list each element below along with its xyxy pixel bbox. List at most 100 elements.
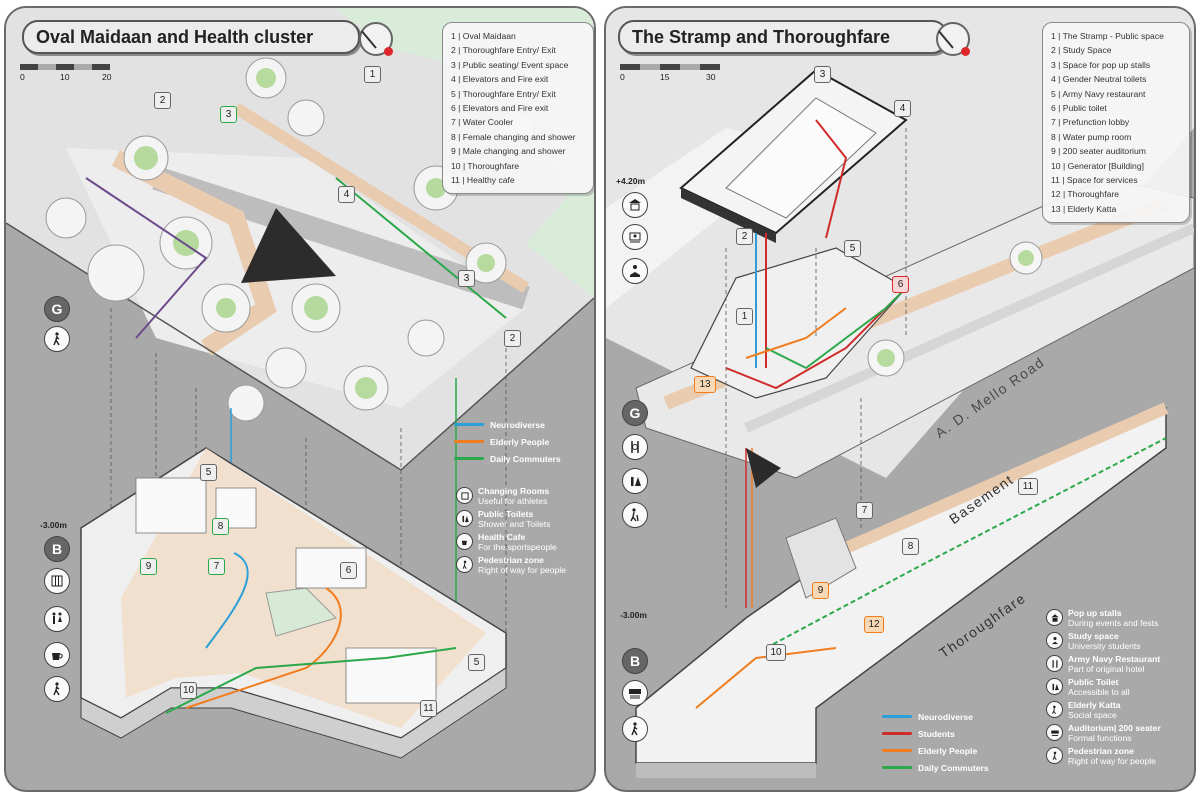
map-tag: 2 [504,330,521,347]
auditorium-icon [1046,724,1063,741]
legend-item: 8 | Water pump room [1051,131,1132,142]
map-tag: 12 [864,616,884,633]
toilet-icon [456,510,473,527]
legend-item: 13 | Elderly Katta [1051,203,1117,214]
legend-item: 2 | Thoroughfare Entry/ Exit [451,45,556,56]
study-icon [1046,632,1063,649]
map-tag: 3 [814,66,831,83]
pedestrian-icon [456,556,473,573]
legend-item: 3 | Space for pop up stalls [1051,59,1151,70]
legend-item: 9 | 200 seater auditorium [1051,146,1146,157]
pedestrian-icon [1046,747,1063,764]
legend-item: 5 | Thoroughfare Entry/ Exit [451,88,556,99]
map-tag: 5 [844,240,861,257]
map-tag: 3 [220,106,237,123]
legend-item: 11 | Space for services [1051,175,1138,186]
map-tag: 10 [180,682,197,699]
legend-box-right: 1 | The Stramp - Public space 2 | Study … [1042,22,1190,224]
scale-tick: 10 [60,72,70,82]
map-tag: 6 [892,276,909,293]
legend-item: 10 | Generator [Building] [1051,160,1144,171]
changing-room-icon [44,568,70,594]
legend-item: 10 | Thoroughfare [451,160,520,171]
map-tag: 4 [338,186,355,203]
auditorium-icon [622,680,648,706]
ground-level-icon: G [622,400,648,426]
coffee-icon [456,533,473,550]
map-tag: 11 [1018,478,1038,495]
map-tag: 3 [458,270,475,287]
legend-item: 6 | Elevators and Fire exit [451,103,549,114]
map-tag: 8 [212,518,229,535]
map-tag: 9 [812,582,829,599]
map-tag: 4 [894,100,911,117]
toilet-icon [44,606,70,632]
stall-icon [1046,609,1063,626]
route-legend-item: Students [882,725,989,742]
scale-bar: 0 10 20 [20,64,112,82]
elderly-icon [622,502,648,528]
legend-item: 5 | Army Navy restaurant [1051,88,1146,99]
map-tag: 1 [736,308,753,325]
route-legend-item: Elderly People [882,742,989,759]
route-legend-item: Daily Commuters [454,450,561,467]
left-panel: Oval Maidaan and Health cluster 0 10 20 … [4,6,596,792]
map-tag: 6 [340,562,357,579]
study-icon [622,224,648,250]
map-tag: 13 [694,376,716,393]
toilet-icon [1046,678,1063,695]
stramp-thoroughfare-drawing [606,8,1194,778]
toilet-icon [622,468,648,494]
legend-item: 9 | Male changing and shower [451,146,566,157]
legend-item: 1 | Oval Maidaan [451,31,516,41]
route-legend-left: Neurodiverse Elderly People Daily Commut… [454,416,561,467]
route-legend-item: Elderly People [454,433,561,450]
north-compass-icon [936,22,970,56]
scale-tick: 30 [706,72,716,82]
legend-item: 2 | Study Space [1051,45,1112,56]
legend-item: 7 | Water Cooler [451,117,514,128]
north-compass-icon [359,22,393,56]
right-panel: The Stramp and Thoroughfare 0 15 30 1 | … [604,6,1196,792]
scale-tick: 20 [102,72,112,82]
scale-tick: 0 [620,72,625,82]
level-label: +4.20m [616,176,646,186]
legend-item: 11 | Healthy cafe [451,175,515,186]
coffee-icon [44,642,70,668]
pedestrian-icon [44,326,70,352]
stall-icon [622,192,648,218]
pedestrian-icon [44,676,70,702]
scale-bar: 0 15 30 [620,64,720,82]
legend-box-left: 1 | Oval Maidaan 2 | Thoroughfare Entry/… [442,22,594,195]
changing-room-icon [456,487,473,504]
basement-level-icon: B [44,536,70,562]
route-legend-item: Neurodiverse [454,416,561,433]
map-tag: 9 [140,558,157,575]
legend-item: 6 | Public toilet [1051,103,1107,114]
legend-item: 3 | Public seating/ Event space [451,59,569,70]
legend-item: 1 | The Stramp - Public space [1051,31,1164,41]
map-tag: 10 [766,644,786,661]
route-legend-right: Neurodiverse Students Elderly People Dai… [882,708,989,776]
route-legend-item: Daily Commuters [882,759,989,776]
basement-level-icon: B [622,648,648,674]
map-tag: 7 [856,502,873,519]
map-tag: 5 [468,654,485,671]
level-label: -3.00m [40,520,67,530]
map-tag: 2 [154,92,171,109]
legend-item: 12 | Thoroughfare [1051,189,1120,200]
map-tag: 11 [420,700,437,717]
restaurant-icon [622,434,648,460]
